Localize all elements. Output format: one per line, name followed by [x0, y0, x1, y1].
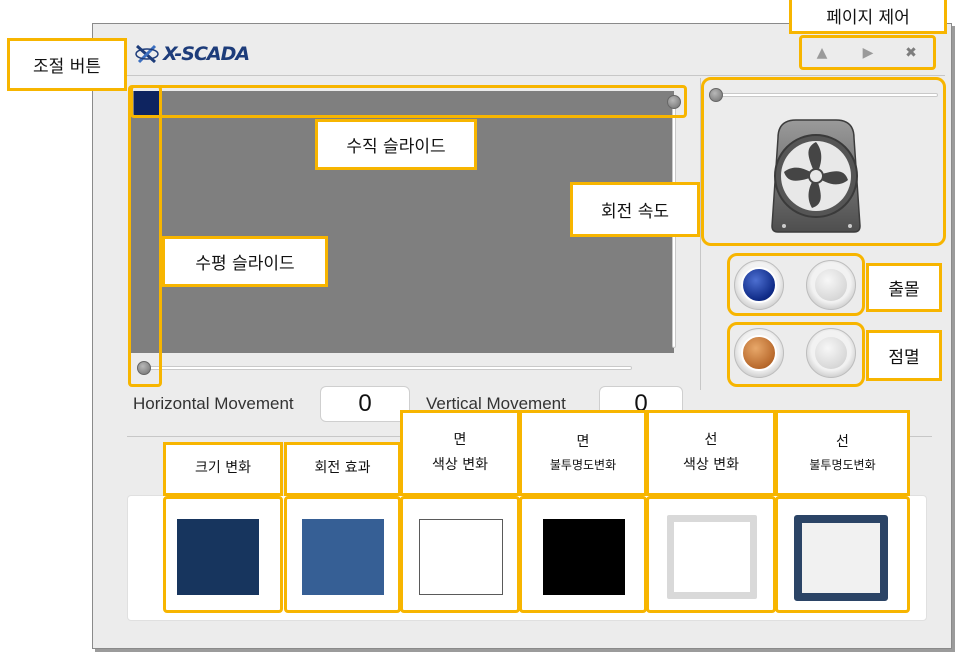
right-column-divider	[700, 78, 701, 390]
effect-box-line-color	[646, 496, 776, 613]
rotation-speed-slider-knob[interactable]	[709, 88, 723, 102]
logo-text: X-SCADA	[163, 43, 250, 65]
rotation-speed-highlight	[701, 77, 946, 246]
appear-label: 출몰	[866, 263, 942, 312]
close-button[interactable]: ✖	[898, 42, 924, 64]
effect-box-rotate	[284, 496, 401, 613]
fill-opacity-swatch[interactable]	[543, 519, 625, 595]
effect-label-line-opacity: 선 불투명도변화	[775, 410, 910, 496]
blue-lamp-icon	[741, 267, 777, 303]
triangle-up-icon: ▲	[816, 45, 828, 61]
page-control-highlight	[799, 35, 936, 70]
horizontal-slider-knob[interactable]	[137, 361, 151, 375]
effect-label-fill-opacity: 면 불투명도변화	[519, 410, 647, 496]
size-change-swatch[interactable]	[177, 519, 259, 595]
horizontal-movement-label: Horizontal Movement	[133, 394, 294, 413]
blink-highlight	[727, 322, 865, 387]
effect-box-fill-opacity	[519, 496, 647, 613]
appear-off-lamp[interactable]	[806, 260, 856, 310]
effect-label-line-color: 선 색상 변화	[646, 410, 776, 496]
horizontal-slider-track[interactable]	[142, 366, 632, 370]
gray-lamp-icon	[815, 337, 847, 369]
movable-object[interactable]	[134, 91, 160, 115]
orange-lamp-icon	[741, 335, 777, 371]
blink-label: 점멸	[866, 330, 942, 381]
vertical-slide-highlight	[130, 85, 687, 118]
effect-swatch-panel	[127, 495, 927, 621]
effect-label-size: 크기 변화	[163, 442, 283, 496]
fill-color-swatch[interactable]	[419, 519, 503, 595]
rotation-effect-swatch[interactable]	[302, 519, 384, 595]
line-opacity-swatch[interactable]	[794, 515, 888, 601]
logo: X-SCADA	[135, 39, 250, 69]
logo-mark-icon	[135, 44, 159, 64]
effect-label-rotate: 회전 효과	[284, 442, 401, 496]
line-color-swatch[interactable]	[667, 515, 757, 599]
triangle-right-icon: ▶	[862, 45, 874, 61]
effect-box-size	[163, 496, 283, 613]
fan-icon[interactable]	[764, 118, 868, 234]
vertical-movement-label: Vertical Movement	[426, 394, 566, 413]
control-button-label: 조절 버튼	[7, 38, 127, 91]
page-next-button[interactable]: ▶	[855, 42, 881, 64]
vertical-slider-knob[interactable]	[667, 95, 681, 109]
blink-off-lamp[interactable]	[806, 328, 856, 378]
appear-highlight	[727, 253, 865, 316]
gray-lamp-icon	[815, 269, 847, 301]
rotation-speed-label: 회전 속도	[570, 182, 700, 237]
page-control-label: 페이지 제어	[789, 0, 947, 34]
appear-on-lamp[interactable]	[734, 260, 784, 310]
page-up-button[interactable]: ▲	[809, 42, 835, 64]
horizontal-movement-value: 0	[320, 386, 410, 422]
effect-box-fill-color	[400, 496, 520, 613]
vertical-slide-label: 수직 슬라이드	[315, 119, 477, 170]
close-icon: ✖	[905, 45, 917, 61]
effect-box-line-opacity	[775, 496, 910, 613]
horizontal-slide-label: 수평 슬라이드	[162, 236, 328, 287]
header-divider	[100, 75, 945, 76]
blink-on-lamp[interactable]	[734, 328, 784, 378]
horizontal-slide-highlight	[128, 85, 162, 387]
effect-label-fill-color: 면 색상 변화	[400, 410, 520, 496]
